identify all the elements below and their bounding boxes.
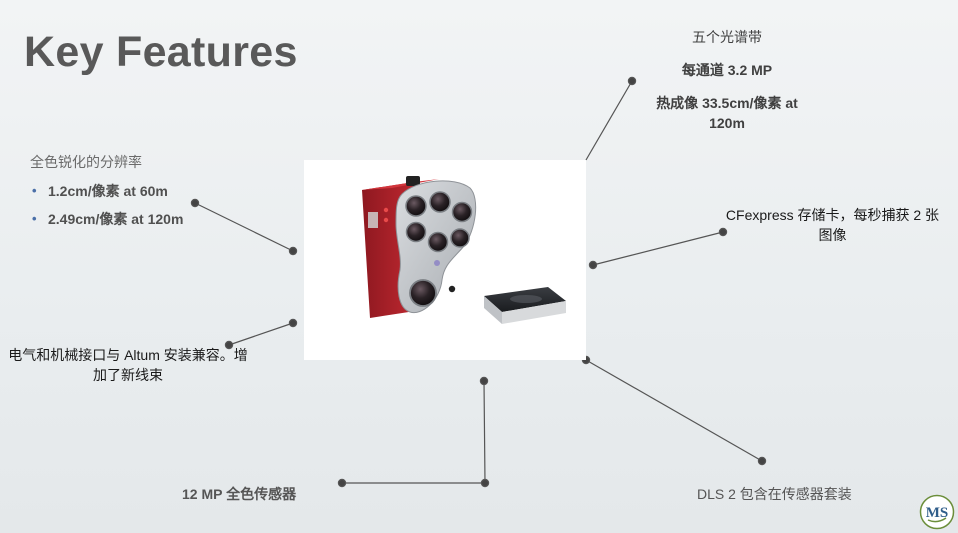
- pansharpen-item-label: 2.49cm/像素 at 120m: [48, 211, 184, 227]
- pansharpen-list: • 1.2cm/像素 at 60m • 2.49cm/像素 at 120m: [30, 181, 183, 229]
- spectral-feature: 五个光谱带 每通道 3.2 MP 热成像 33.5cm/像素 at 120m: [612, 27, 842, 146]
- storage-feature: CFexpress 存储卡，每秒捕获 2 张图像: [725, 207, 940, 243]
- list-item: • 1.2cm/像素 at 60m: [30, 181, 183, 201]
- leader-dot: [480, 478, 490, 488]
- pansharpen-item-label: 1.2cm/像素 at 60m: [48, 183, 168, 199]
- spectral-bands-label: 五个光谱带: [692, 29, 762, 45]
- leader-dot: [224, 340, 234, 350]
- camera-illustration: [362, 176, 566, 324]
- leader-line-storage: [592, 231, 724, 266]
- slide-title: Key Features: [24, 28, 298, 76]
- leader-dot: [757, 456, 767, 466]
- leader-line-dls: [585, 359, 763, 462]
- interface-feature: 电气和机械接口与 Altum 安装兼容。增加了新线束: [8, 347, 248, 383]
- pansharpen-feature: 全色锐化的分辨率 • 1.2cm/像素 at 60m • 2.49cm/像素 at …: [30, 152, 183, 237]
- leader-dot: [718, 227, 728, 237]
- leader-line-spectral: [585, 80, 633, 161]
- dls-sensor: [484, 287, 566, 324]
- leader-dot: [288, 246, 298, 256]
- dls-feature: DLS 2 包含在传感器套装: [697, 486, 852, 502]
- leader-dot: [588, 260, 598, 270]
- leader-dot: [479, 376, 489, 386]
- leader-line-interface: [228, 322, 294, 346]
- spectral-resolution-label: 每通道 3.2 MP: [681, 62, 773, 78]
- ms-logo-icon: MS: [919, 494, 955, 530]
- leader-dot: [627, 76, 637, 86]
- leader-dot: [288, 318, 298, 328]
- leader-line-pan-sensor: [342, 380, 486, 484]
- pansharpen-heading: 全色锐化的分辨率: [30, 154, 142, 170]
- leader-line-pan: [194, 202, 294, 252]
- leader-dot: [190, 198, 200, 208]
- leader-dot: [337, 478, 347, 488]
- thermal-altitude-label: 120m: [709, 115, 745, 131]
- camera-face: [395, 180, 477, 314]
- pan-sensor-feature: 12 MP 全色传感器: [182, 486, 297, 502]
- thermal-resolution-label: 热成像 33.5cm/像素 at: [656, 95, 798, 111]
- product-image: [304, 160, 586, 360]
- bullet-icon: •: [32, 211, 37, 226]
- logo-text: MS: [926, 505, 949, 521]
- list-item: • 2.49cm/像素 at 120m: [30, 209, 183, 229]
- bullet-icon: •: [32, 183, 37, 198]
